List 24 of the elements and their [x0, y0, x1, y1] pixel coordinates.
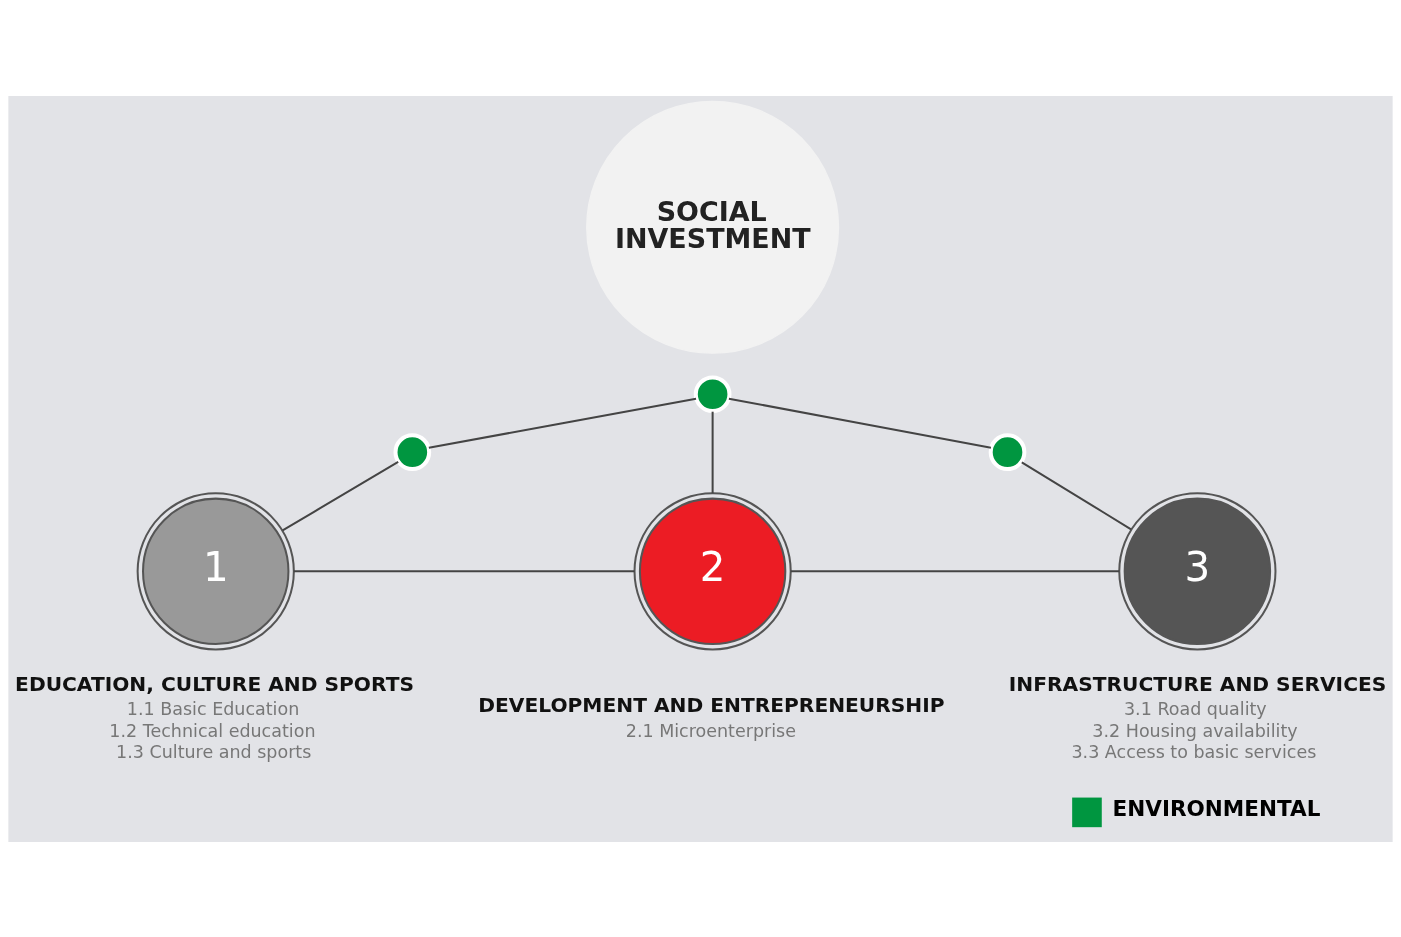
node-circle [693, 374, 732, 413]
node-circle [393, 432, 432, 471]
node-label: 1.3 Culture and sports [116, 741, 312, 762]
node-label: 3.3 Access to basic services [1071, 741, 1317, 762]
node-label: DEVELOPMENT AND ENTREPRENEURSHIP [478, 692, 945, 717]
connector [711, 411, 714, 493]
node-label: EDUCATION, CULTURE AND SPORTS [15, 671, 414, 696]
legend-label: ENVIRONMENTAL [1112, 795, 1321, 821]
node-label: 3.1 Road quality [1124, 698, 1267, 719]
node-circle: 1 [136, 491, 295, 650]
node-circle [988, 432, 1027, 471]
node-label: 2.1 Microenterprise [625, 720, 796, 741]
node-circle: 3 [1118, 491, 1277, 650]
connector [1021, 460, 1132, 530]
node-label: 1.1 Basic Education [126, 698, 300, 719]
node-label: 3.2 Housing availability [1092, 720, 1298, 741]
connector [282, 460, 399, 531]
node-circle: 2 [633, 491, 792, 650]
connector [728, 397, 992, 449]
connector [293, 569, 635, 572]
connector [790, 569, 1120, 572]
connector [428, 397, 697, 449]
node-label: 1.2 Technical education [109, 720, 316, 741]
node-label: INFRASTRUCTURE AND SERVICES [1008, 671, 1387, 696]
